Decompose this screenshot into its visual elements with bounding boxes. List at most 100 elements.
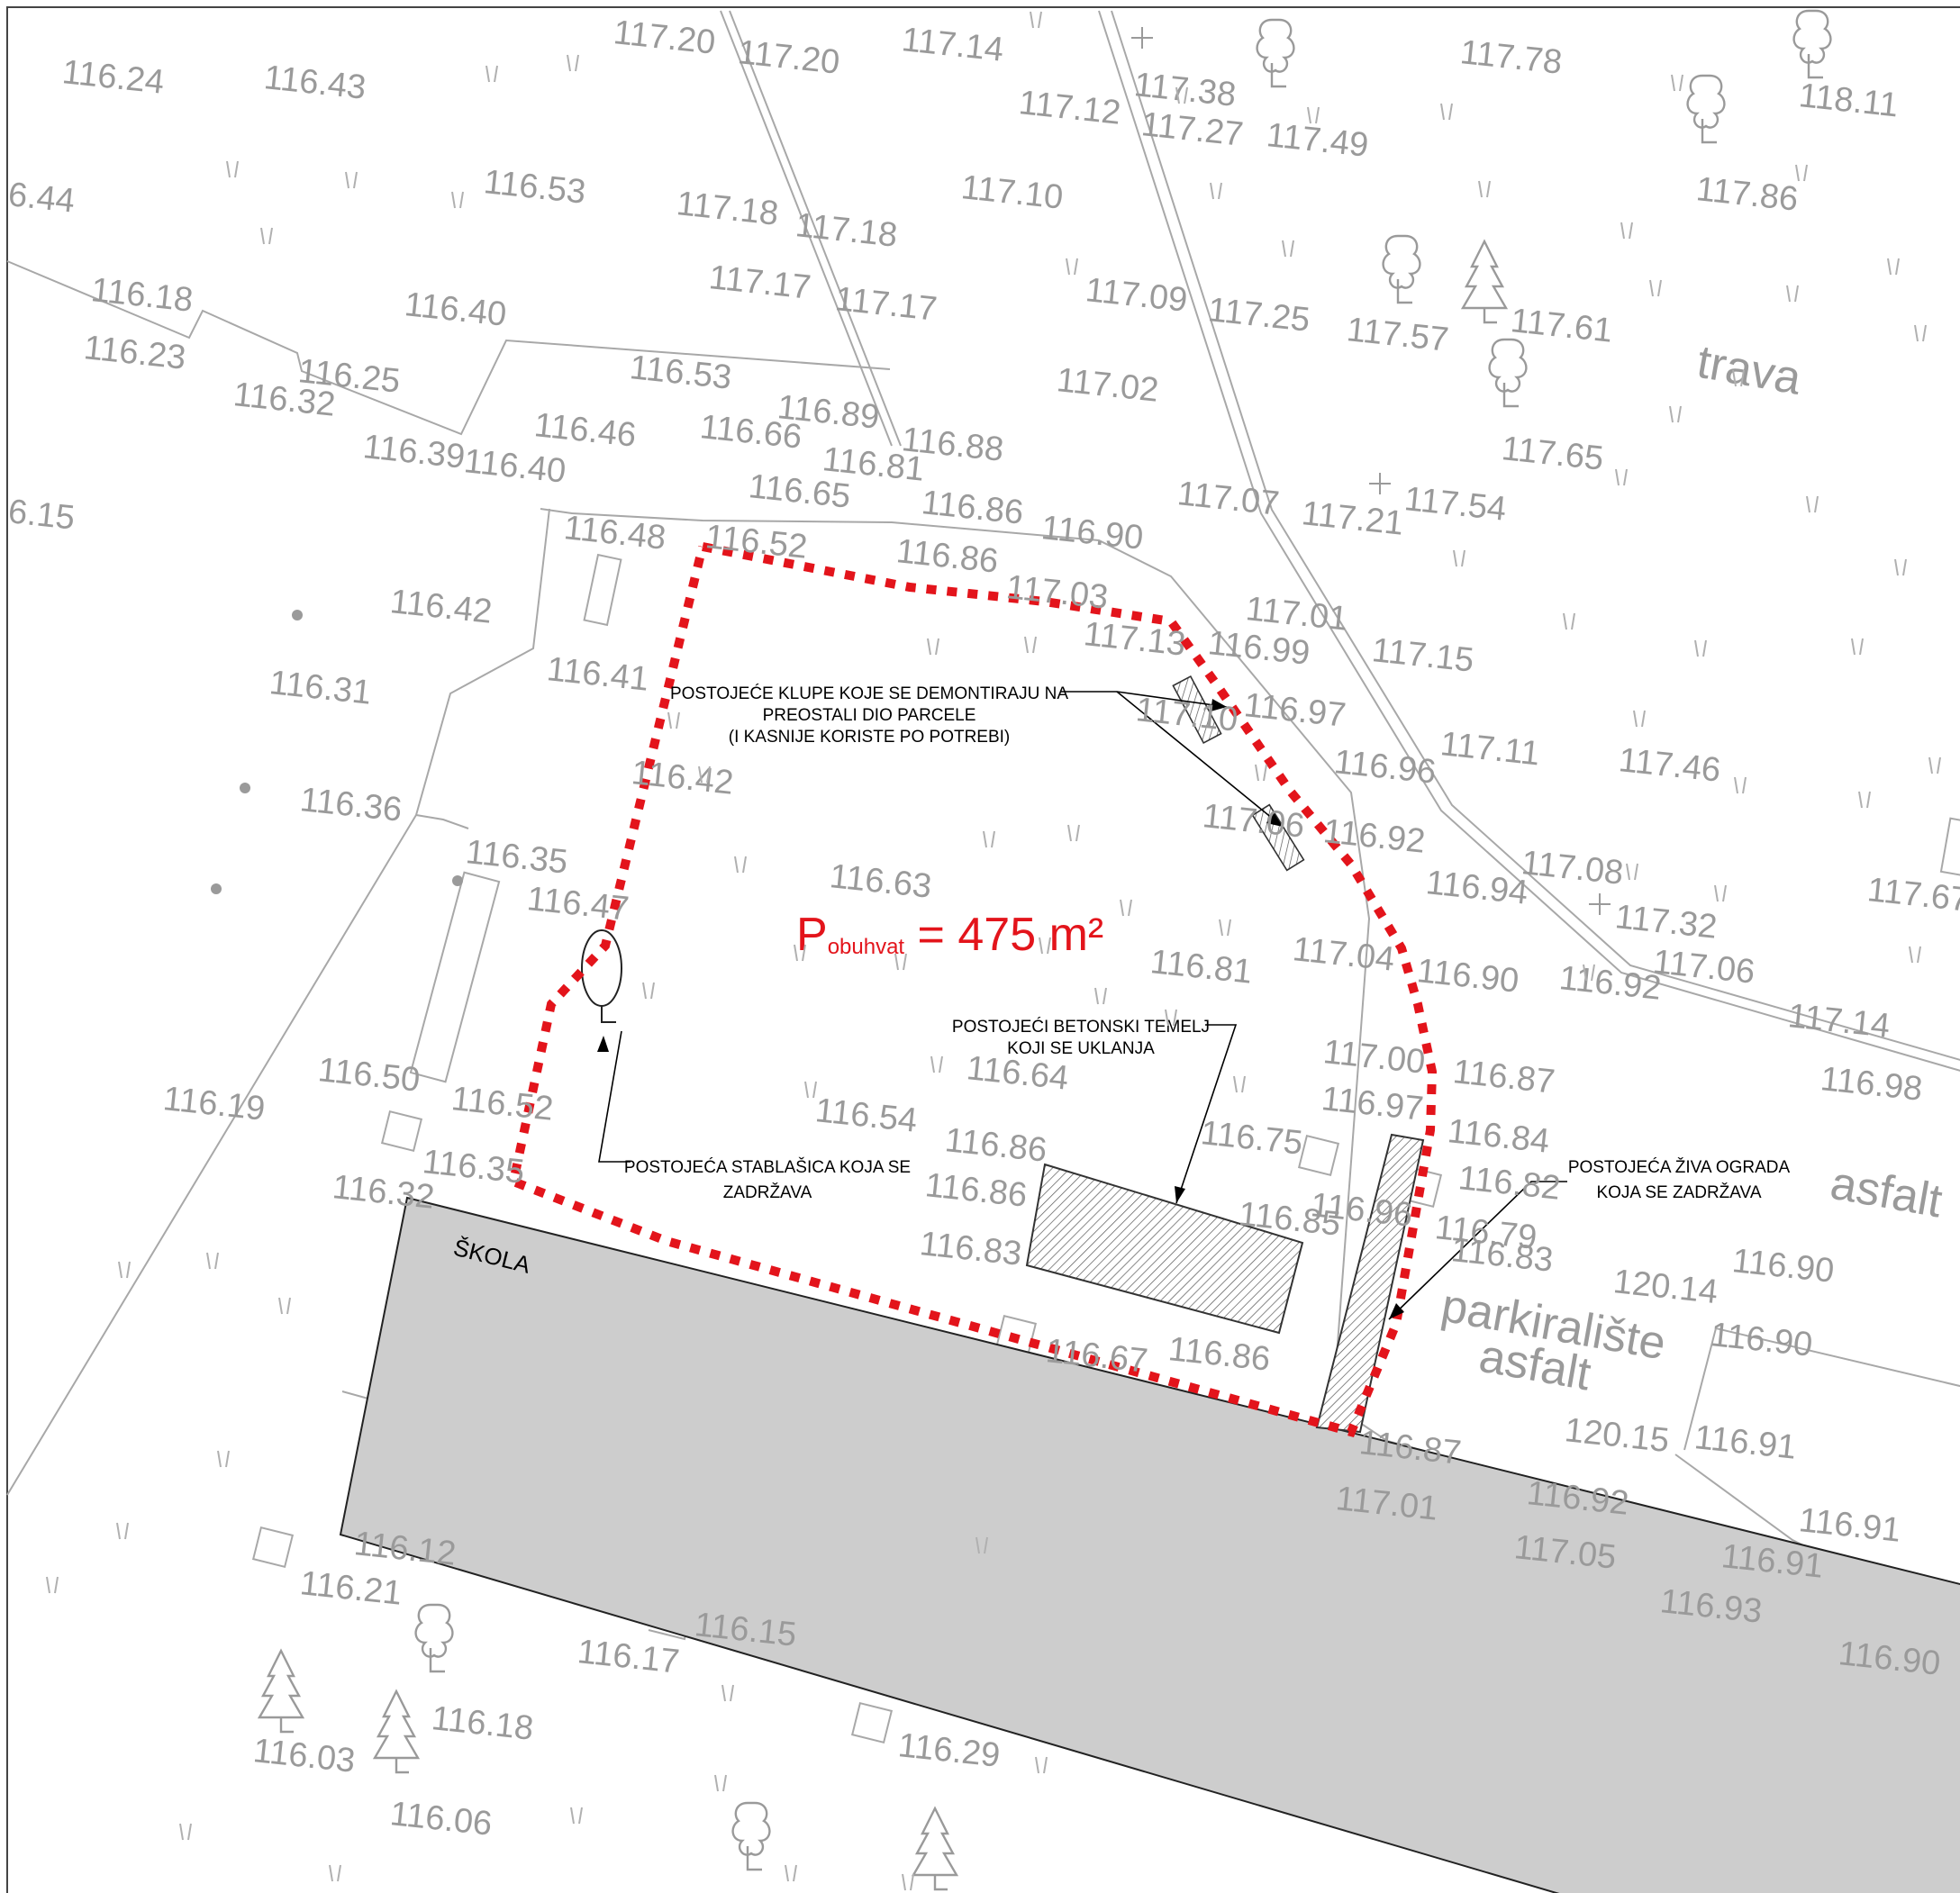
grass-tuft-icon <box>46 1576 59 1594</box>
grass-tuft-icon <box>1671 74 1683 92</box>
elevation-label: 116.97 <box>1320 1080 1425 1128</box>
elevation-label: 116.81 <box>1148 943 1254 992</box>
elevation-label: 120.14 <box>1611 1263 1720 1311</box>
grass-tuft-icon <box>1928 756 1941 774</box>
grass-tuft-icon <box>1694 639 1707 657</box>
grass-tuft-icon <box>1255 764 1267 782</box>
grass-tuft-icon <box>1478 180 1491 198</box>
elevation-label: 117.17 <box>707 258 812 307</box>
deciduous-tree-icon <box>1686 74 1726 144</box>
elevation-label: 116.54 <box>813 1091 919 1140</box>
elevation-label: 117.10 <box>959 168 1065 217</box>
elevation-label: 116.41 <box>545 650 650 699</box>
elevation-label: 116.40 <box>403 285 508 334</box>
annotation-hedge: POSTOJEĆA ŽIVA OGRADA KOJA SE ZADRŽAVA <box>1568 1157 1791 1202</box>
elevation-label: 116.92 <box>1321 812 1427 861</box>
bench-2 <box>1251 803 1305 872</box>
elevation-label: 116.29 <box>896 1726 1002 1775</box>
conifer-tree-icon <box>1461 240 1508 324</box>
survey-dots <box>211 610 463 894</box>
elevation-label: 117.06 <box>1651 943 1756 992</box>
elevation-label: 120.15 <box>1563 1411 1671 1460</box>
grass-tuft-icon <box>1035 1756 1048 1774</box>
grass-tuft-icon <box>1714 884 1727 902</box>
elevation-label: 116.84 <box>1446 1112 1551 1161</box>
elevation-label: 117.04 <box>1291 930 1396 979</box>
elevation-label: 117.54 <box>1402 480 1508 529</box>
surface-label-asfalt-east: asfalt <box>1827 1157 1946 1228</box>
deciduous-tree-icon <box>1792 9 1832 79</box>
grass-tuft-icon <box>1024 636 1037 654</box>
elevation-label: 116.92 <box>1557 959 1663 1008</box>
elevation-label: 117.12 <box>1017 84 1122 132</box>
elevation-label: 117.57 <box>1345 311 1450 359</box>
elevation-label: 116.43 <box>262 59 368 107</box>
grass-tuft-icon <box>1914 324 1927 342</box>
grass-tuft-icon <box>1786 285 1799 303</box>
grass-tuft-icon <box>1282 240 1294 258</box>
grass-tuft-icon <box>1909 946 1921 964</box>
elevation-label: 117.49 <box>1265 116 1370 165</box>
bench-1 <box>1172 675 1222 745</box>
grass-tuft-icon <box>1233 1075 1246 1093</box>
elevation-label: 116.98 <box>1819 1060 1924 1109</box>
annotation-foundation: POSTOJEĆI BETONSKI TEMELJ KOJI SE UKLANJ… <box>952 1017 1210 1058</box>
elevation-label: 116.42 <box>388 583 494 631</box>
grass-tuft-icon <box>930 1055 943 1073</box>
grass-tuft-icon <box>1120 899 1132 917</box>
benches-note-line-2: PREOSTALI DIO PARCELE <box>763 706 976 725</box>
elevation-label: 117.18 <box>794 206 899 255</box>
concrete-foundation <box>1025 1163 1304 1335</box>
grass-tuft-icon <box>1887 258 1900 276</box>
grass-tuft-icon <box>1894 558 1907 576</box>
elevation-label: 116.91 <box>1797 1501 1902 1550</box>
grass-tuft-icon <box>260 227 273 245</box>
grass-tuft-icon <box>1806 495 1819 513</box>
elevation-label: 117.32 <box>1613 898 1719 946</box>
grass-tuft-icon <box>329 1864 341 1882</box>
elevation-label: 116.90 <box>1709 1316 1814 1364</box>
area-label: Pobuhvat = 475 m² <box>796 909 1103 961</box>
elevation-label: 116.21 <box>298 1564 404 1613</box>
conifer-tree-icon <box>912 1807 958 1891</box>
elevation-label: 116.83 <box>918 1225 1023 1273</box>
elevation-label: 116.17 <box>576 1633 681 1681</box>
elevation-label: 116.75 <box>1199 1114 1304 1163</box>
grass-tuft-icon <box>1795 164 1808 182</box>
elevation-label: 116.36 <box>298 781 404 829</box>
elevation-label: 116.40 <box>462 442 567 491</box>
elevation-label: 116.86 <box>920 484 1025 532</box>
elevation-label: 116.32 <box>331 1168 436 1217</box>
elevation-label: 117.25 <box>1206 291 1311 340</box>
elevation-label: 116.90 <box>1039 509 1145 557</box>
benches-note-line-1: POSTOJEĆE KLUPE KOJE SE DEMONTIRAJU NA <box>670 684 1068 703</box>
elevation-label: 116.23 <box>82 329 187 377</box>
grass-tuft-icon <box>927 638 939 656</box>
deciduous-tree-icon <box>1488 338 1528 408</box>
hedge <box>1315 1133 1425 1434</box>
elevation-label: 116.86 <box>923 1166 1029 1215</box>
deciduous-tree-icon <box>414 1603 454 1673</box>
elevation-label: 116.86 <box>894 532 1000 581</box>
conifer-tree-icon <box>258 1649 304 1734</box>
elevation-label: 117.06 <box>1201 797 1306 846</box>
elevation-label: 116.19 <box>161 1080 267 1128</box>
hedge-note-line-1: POSTOJEĆA ŽIVA OGRADA <box>1568 1157 1791 1177</box>
grass-tuft-icon <box>116 1522 129 1540</box>
grass-tuft-icon <box>1669 405 1682 423</box>
elevation-label: 117.65 <box>1500 430 1605 478</box>
grass-tuft-icon <box>1219 919 1231 937</box>
elevation-label: 117.03 <box>1004 568 1110 617</box>
grass-tuft-icon <box>206 1252 219 1270</box>
school-building <box>339 1196 1960 1893</box>
grass-tuft-icon <box>1094 987 1107 1005</box>
elevation-label: 116.86 <box>1166 1330 1272 1379</box>
tree-note-line-1: POSTOJEĆA STABLAŠICA KOJA SE <box>624 1157 911 1177</box>
elevation-label: 117.00 <box>1321 1033 1427 1082</box>
elevation-label: 116.42 <box>630 754 735 802</box>
elevation-label: 117.09 <box>1084 271 1189 320</box>
elevation-label: 116.52 <box>703 518 809 566</box>
elevation-label: 116.52 <box>449 1080 555 1128</box>
grass-tuft-icon <box>217 1450 230 1468</box>
elevation-label: 116.96 <box>1332 743 1438 792</box>
